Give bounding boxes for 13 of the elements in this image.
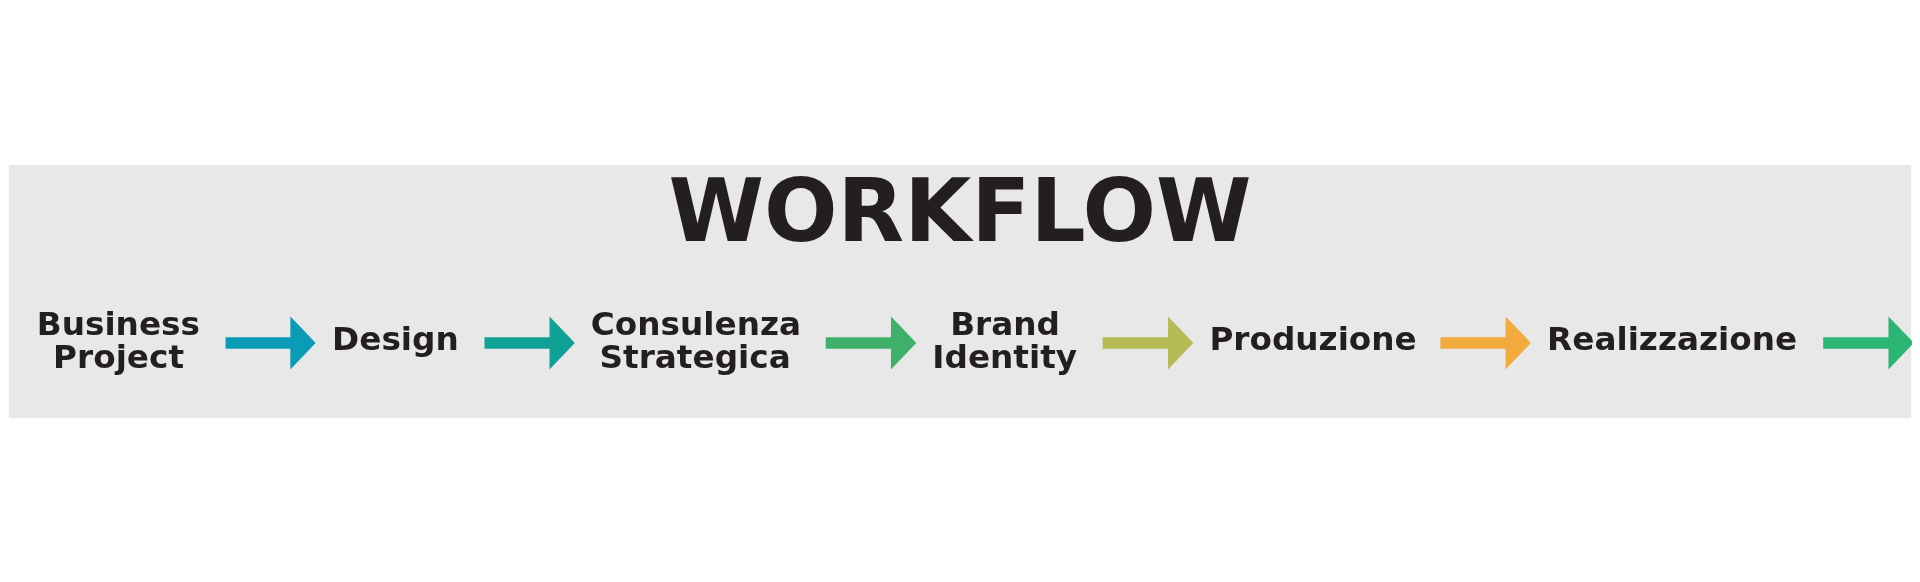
node-text: Consulenza Strategica [590,304,802,376]
arrow [825,315,917,369]
arrow [225,315,316,369]
node-text: Business Project [36,304,200,376]
node-text: Brand Identity [932,304,1078,376]
arrow [1823,315,1912,369]
node-text: Design [332,319,459,358]
arrow [1102,315,1194,369]
node-text: Produzione [1209,319,1417,358]
arrow [484,315,575,369]
diagram-title: WORKFLOW [668,160,1252,261]
node-text: Realizzazione [1547,319,1798,358]
arrow [1440,315,1531,369]
